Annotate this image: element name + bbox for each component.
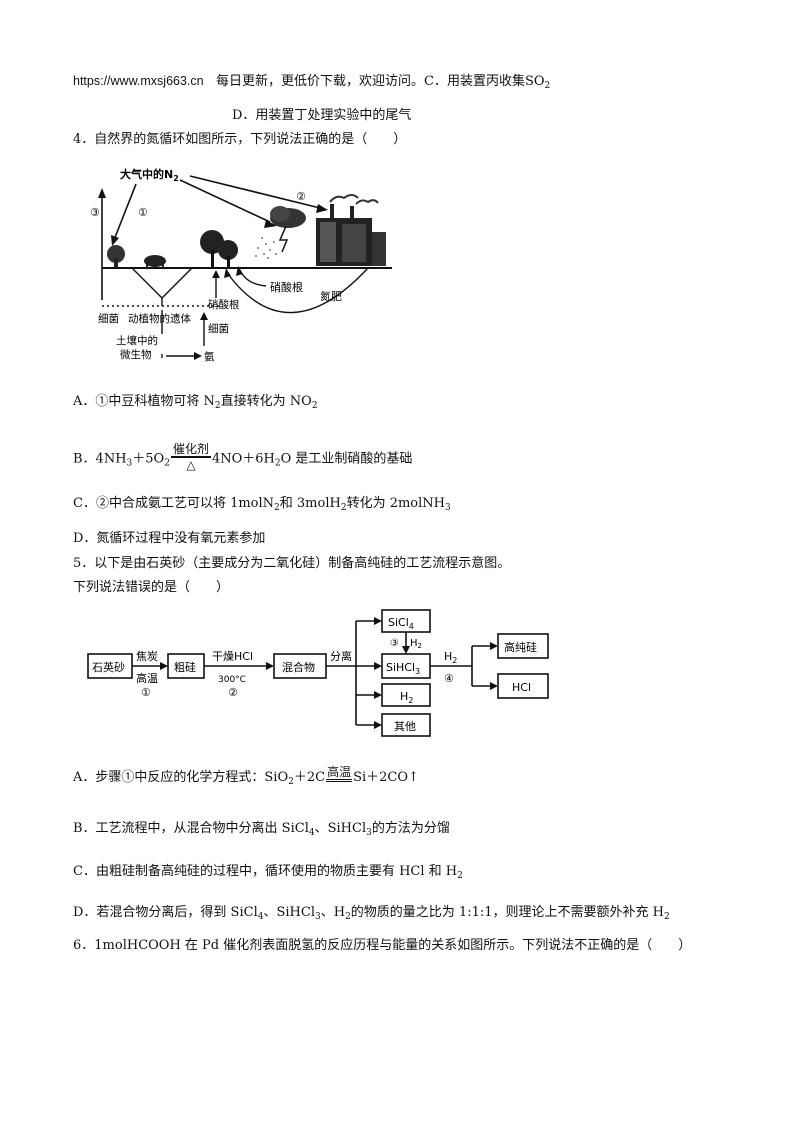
- svg-text:氨: 氨: [204, 350, 215, 363]
- option-d-text: D．用装置丁处理实验中的尾气: [232, 108, 412, 123]
- q5-stem-1: 5．以下是由石英砂（主要成分为二氧化硅）制备高纯硅的工艺流程示意图。: [73, 556, 511, 571]
- svg-text:高纯硅: 高纯硅: [504, 640, 537, 654]
- svg-text:氮肥: 氮肥: [320, 289, 342, 303]
- svg-text:③: ③: [90, 206, 100, 219]
- svg-text:硝酸根: 硝酸根: [208, 298, 240, 311]
- reaction-condition: 催化剂△: [170, 442, 211, 472]
- q5-option-c: C．由粗硅制备高纯硅的过程中，循环使用的物质主要有 HCl 和 H2: [73, 864, 463, 881]
- svg-text:焦炭: 焦炭: [136, 650, 158, 663]
- nitrogen-cycle-figure: ③ 大气中的N2 ① ② 硝酸根 氮肥: [90, 167, 392, 363]
- svg-text:①: ①: [141, 686, 151, 699]
- option-c-text: C．用装置丙收集SO: [424, 74, 545, 89]
- svg-text:石英砂: 石英砂: [92, 660, 125, 674]
- svg-text:SiCl4: SiCl4: [388, 616, 414, 631]
- q4-option-d: D．氮循环过程中没有氧元素参加: [73, 531, 266, 546]
- svg-text:细菌: 细菌: [208, 322, 229, 335]
- q5-option-b: B．工艺流程中，从混合物中分离出 SiCl4、SiHCl3的方法为分馏: [73, 821, 450, 838]
- svg-text:大气中的N2: 大气中的N2: [120, 167, 179, 183]
- q6-stem: 6．1molHCOOH 在 Pd 催化剂表面脱氢的反应历程与能量的关系如图所示。…: [73, 938, 692, 953]
- svg-text:硝酸根: 硝酸根: [270, 280, 303, 294]
- svg-text:H2: H2: [444, 650, 457, 665]
- svg-text:SiHCl3: SiHCl3: [386, 661, 420, 676]
- site-notice: 每日更新，更低价下载，欢迎访问。: [216, 74, 425, 89]
- svg-text:H2: H2: [410, 638, 422, 650]
- site-url[interactable]: https://www.mxsj663.cn: [73, 74, 204, 88]
- silicon-process-figure: 石英砂 焦炭 高温 ① 粗硅 干燥HCl 300°C ② 混合物 分离 SiCl…: [87, 609, 549, 737]
- q5-option-d: D．若混合物分离后，得到 SiCl4、SiHCl3、H2的物质的量之比为 1:1…: [73, 905, 670, 922]
- svg-text:④: ④: [444, 672, 454, 685]
- q4-option-c: C．②中合成氨工艺可以将 1molN2和 3molH2转化为 2molNH3: [73, 496, 451, 513]
- svg-text:①: ①: [138, 206, 148, 219]
- svg-text:②: ②: [228, 686, 238, 699]
- q4-stem: 4．自然界的氮循环如图所示，下列说法正确的是（ ）: [73, 132, 407, 147]
- svg-text:微生物: 微生物: [120, 348, 152, 361]
- svg-text:300°C: 300°C: [218, 675, 246, 685]
- svg-text:其他: 其他: [394, 720, 416, 733]
- svg-text:HCl: HCl: [512, 681, 531, 694]
- svg-text:细菌: 细菌: [98, 312, 119, 325]
- q5-stem-2: 下列说法错误的是（ ）: [73, 580, 230, 595]
- header-line: https://www.mxsj663.cn 每日更新，更低价下载，欢迎访问。C…: [73, 74, 551, 91]
- svg-text:动植物的遗体: 动植物的遗体: [128, 312, 191, 325]
- q4-option-a: A．①中豆科植物可将 N2直接转化为 NO2: [73, 394, 318, 411]
- svg-text:分离: 分离: [330, 649, 352, 663]
- svg-text:②: ②: [296, 190, 306, 203]
- reaction-condition: 高温: [326, 765, 353, 782]
- svg-text:高温: 高温: [136, 671, 158, 685]
- svg-text:H2: H2: [400, 690, 413, 705]
- svg-text:干燥HCl: 干燥HCl: [212, 650, 253, 663]
- svg-text:土壤中的: 土壤中的: [116, 334, 158, 347]
- svg-text:③: ③: [390, 638, 399, 649]
- svg-text:混合物: 混合物: [282, 660, 315, 674]
- svg-text:粗硅: 粗硅: [174, 661, 196, 674]
